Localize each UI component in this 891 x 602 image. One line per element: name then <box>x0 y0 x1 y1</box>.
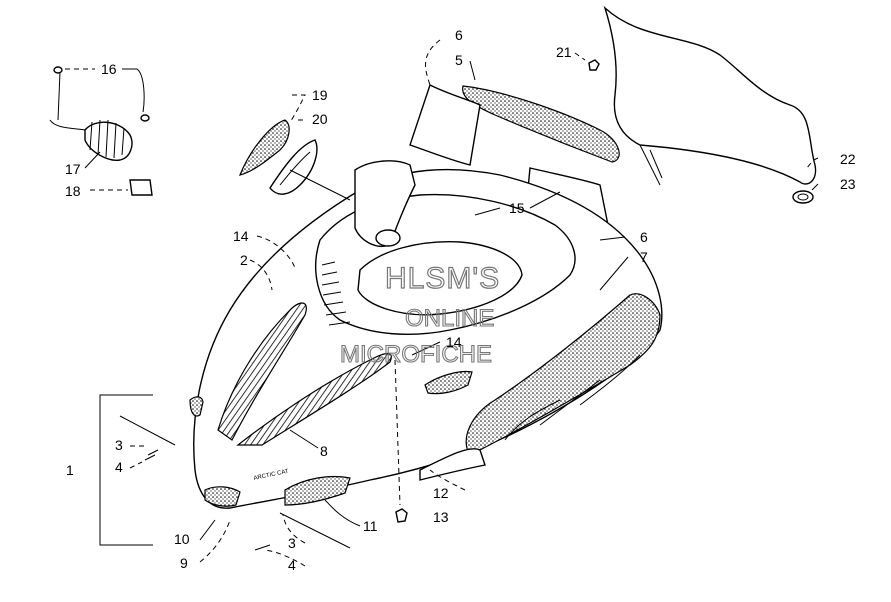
dash-inner-panel <box>357 241 523 316</box>
callout-9: 9 <box>180 555 188 571</box>
callout-19: 19 <box>312 87 328 103</box>
grip-wire <box>49 71 86 131</box>
hood-vent <box>321 261 351 326</box>
steering-housing-cap <box>375 229 401 247</box>
watermark: HLSM'S ONLINE MICROFICHE <box>339 261 500 368</box>
front-lower-lens-left <box>204 486 241 507</box>
side-reflector <box>424 370 473 395</box>
hood-decal-center <box>236 352 392 446</box>
side-decal-upper <box>409 84 481 166</box>
callout-20: 20 <box>312 111 328 127</box>
callout-13: 13 <box>433 509 449 525</box>
callout-12: 12 <box>433 485 449 501</box>
callout-8: 8 <box>320 443 328 459</box>
steering-housing <box>354 160 416 247</box>
lower-side-panel <box>419 448 486 481</box>
callout-2: 2 <box>240 252 248 268</box>
watermark-line2: ONLINE <box>405 305 494 332</box>
callout-1: 1 <box>66 462 74 478</box>
hood-decal-left <box>217 302 307 441</box>
callout-7: 7 <box>640 249 648 265</box>
callout-4a: 4 <box>115 459 123 475</box>
callout-14b: 14 <box>446 334 462 350</box>
callout-11: 11 <box>363 518 378 534</box>
assembly-bracket <box>99 394 153 546</box>
callout-14a: 14 <box>233 228 249 244</box>
windshield <box>603 5 817 185</box>
windshield-mount-tab <box>639 144 663 186</box>
callout-16: 16 <box>101 61 117 77</box>
callout-10: 10 <box>174 531 190 547</box>
callout-18: 18 <box>65 183 81 199</box>
callout-17: 17 <box>65 161 81 177</box>
callout-4b: 4 <box>288 557 296 573</box>
grip-screw-top <box>53 66 63 74</box>
grip-screw-right <box>140 114 150 122</box>
callout-5: 5 <box>455 52 463 68</box>
front-lower-lens-right <box>284 475 351 506</box>
callout-3b: 3 <box>288 535 296 551</box>
callout-3a: 3 <box>115 437 123 453</box>
leader-lines <box>65 39 819 567</box>
callout-23: 23 <box>840 176 856 192</box>
callout-15: 15 <box>509 200 525 216</box>
watermark-line3: MICROFICHE <box>340 341 492 368</box>
watermark-line1: HLSM'S <box>385 262 500 295</box>
hood-rod-upper <box>119 415 176 446</box>
callout-6b: 6 <box>640 229 648 245</box>
callout-22: 22 <box>840 151 856 167</box>
hood-clip-upper <box>144 449 159 461</box>
windshield-screw <box>588 59 600 71</box>
handlebar-grip <box>84 119 133 161</box>
windshield-trim-decal <box>462 85 620 163</box>
grommet-hole <box>797 193 809 201</box>
hand-guard-insert <box>239 119 290 176</box>
hood-small-reflector-left <box>189 396 204 417</box>
grip-connector <box>129 179 153 196</box>
hood-clip-lower <box>254 544 271 551</box>
callout-labels: 1 2 3 3 4 4 5 6 6 7 8 9 10 11 12 13 14 1… <box>65 27 856 573</box>
hand-guard-frame-inner <box>279 151 311 186</box>
callout-21: 21 <box>556 44 572 60</box>
hood-rod-lower <box>279 512 351 549</box>
side-graphic-lettering <box>504 354 641 441</box>
hand-guard-frame <box>269 139 318 195</box>
grommet <box>792 190 814 204</box>
callout-6a: 6 <box>455 27 463 43</box>
push-rivet <box>395 508 408 523</box>
